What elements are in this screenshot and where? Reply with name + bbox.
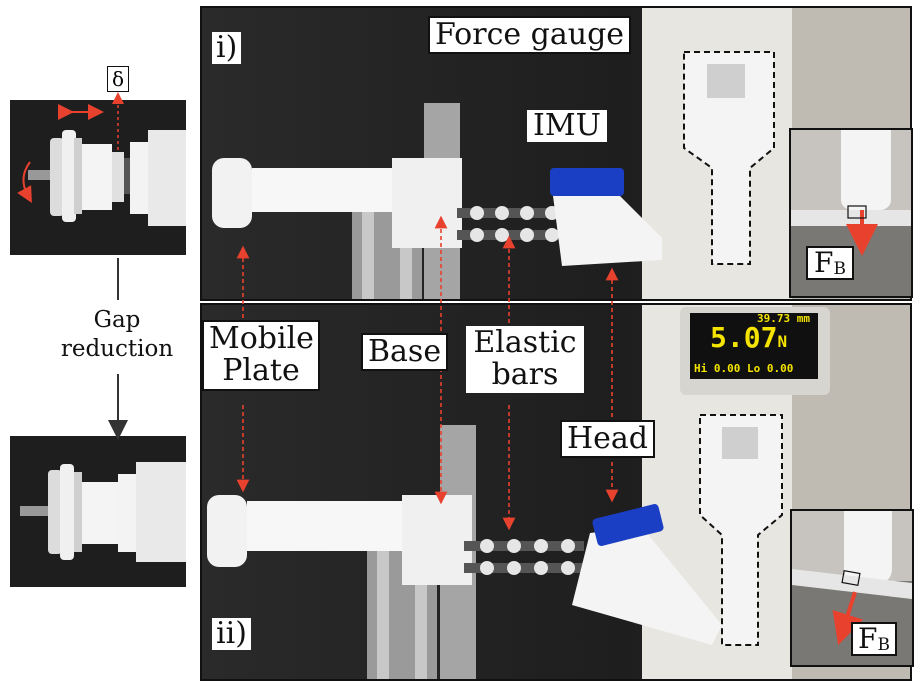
- gap-reduction-line1: Gap: [93, 307, 141, 333]
- gauge-display: 39.73 mm 5.07N Hi 0.00 Lo 0.00: [688, 311, 816, 377]
- fb-main-i: F: [814, 246, 834, 279]
- gauge-hi-label: Hi: [694, 362, 708, 375]
- gauge-display-top: 39.73 mm: [757, 312, 810, 325]
- label-base: Base: [361, 333, 449, 372]
- panel-ii-photo: [200, 303, 912, 681]
- fb-sub-ii: B: [877, 635, 890, 655]
- gauge-display-hilo: Hi 0.00 Lo 0.00: [694, 362, 793, 375]
- label-elastic-bars: Elastic bars: [466, 326, 584, 393]
- gap-reduction-caption: Gap reduction: [52, 306, 182, 364]
- photo-after-gap-reduction: [10, 436, 186, 587]
- gauge-lo-label: Lo: [747, 362, 761, 375]
- fb-main-ii: F: [858, 622, 878, 655]
- panel-i-tag: i): [212, 31, 242, 65]
- delta-label: δ: [107, 66, 130, 92]
- panel-ii-tag: ii): [212, 617, 251, 651]
- gap-reduction-line2: reduction: [60, 335, 174, 362]
- label-head: Head: [560, 420, 656, 459]
- mobile-plate-line2: Plate: [222, 353, 300, 389]
- photo-before-gap-reduction: [10, 100, 186, 255]
- label-fb-panel-i: FB: [806, 246, 854, 281]
- gauge-display-unit: N: [777, 332, 788, 351]
- gauge-display-value: 5.07: [710, 321, 778, 354]
- elastic-bars-line1: Elastic: [473, 325, 577, 360]
- mobile-plate-line1: Mobile: [209, 321, 314, 356]
- elastic-bars-line2: bars: [491, 357, 559, 393]
- gauge-lo-value: 0.00: [766, 362, 794, 375]
- label-imu: IMU: [527, 109, 607, 143]
- gauge-hi-value: 0.00: [713, 362, 741, 375]
- label-fb-panel-ii: FB: [851, 622, 897, 657]
- fb-sub-i: B: [833, 259, 846, 279]
- gauge-display-value-row: 5.07N: [710, 321, 787, 354]
- label-mobile-plate: Mobile Plate: [202, 320, 320, 391]
- label-force-gauge: Force gauge: [428, 16, 632, 55]
